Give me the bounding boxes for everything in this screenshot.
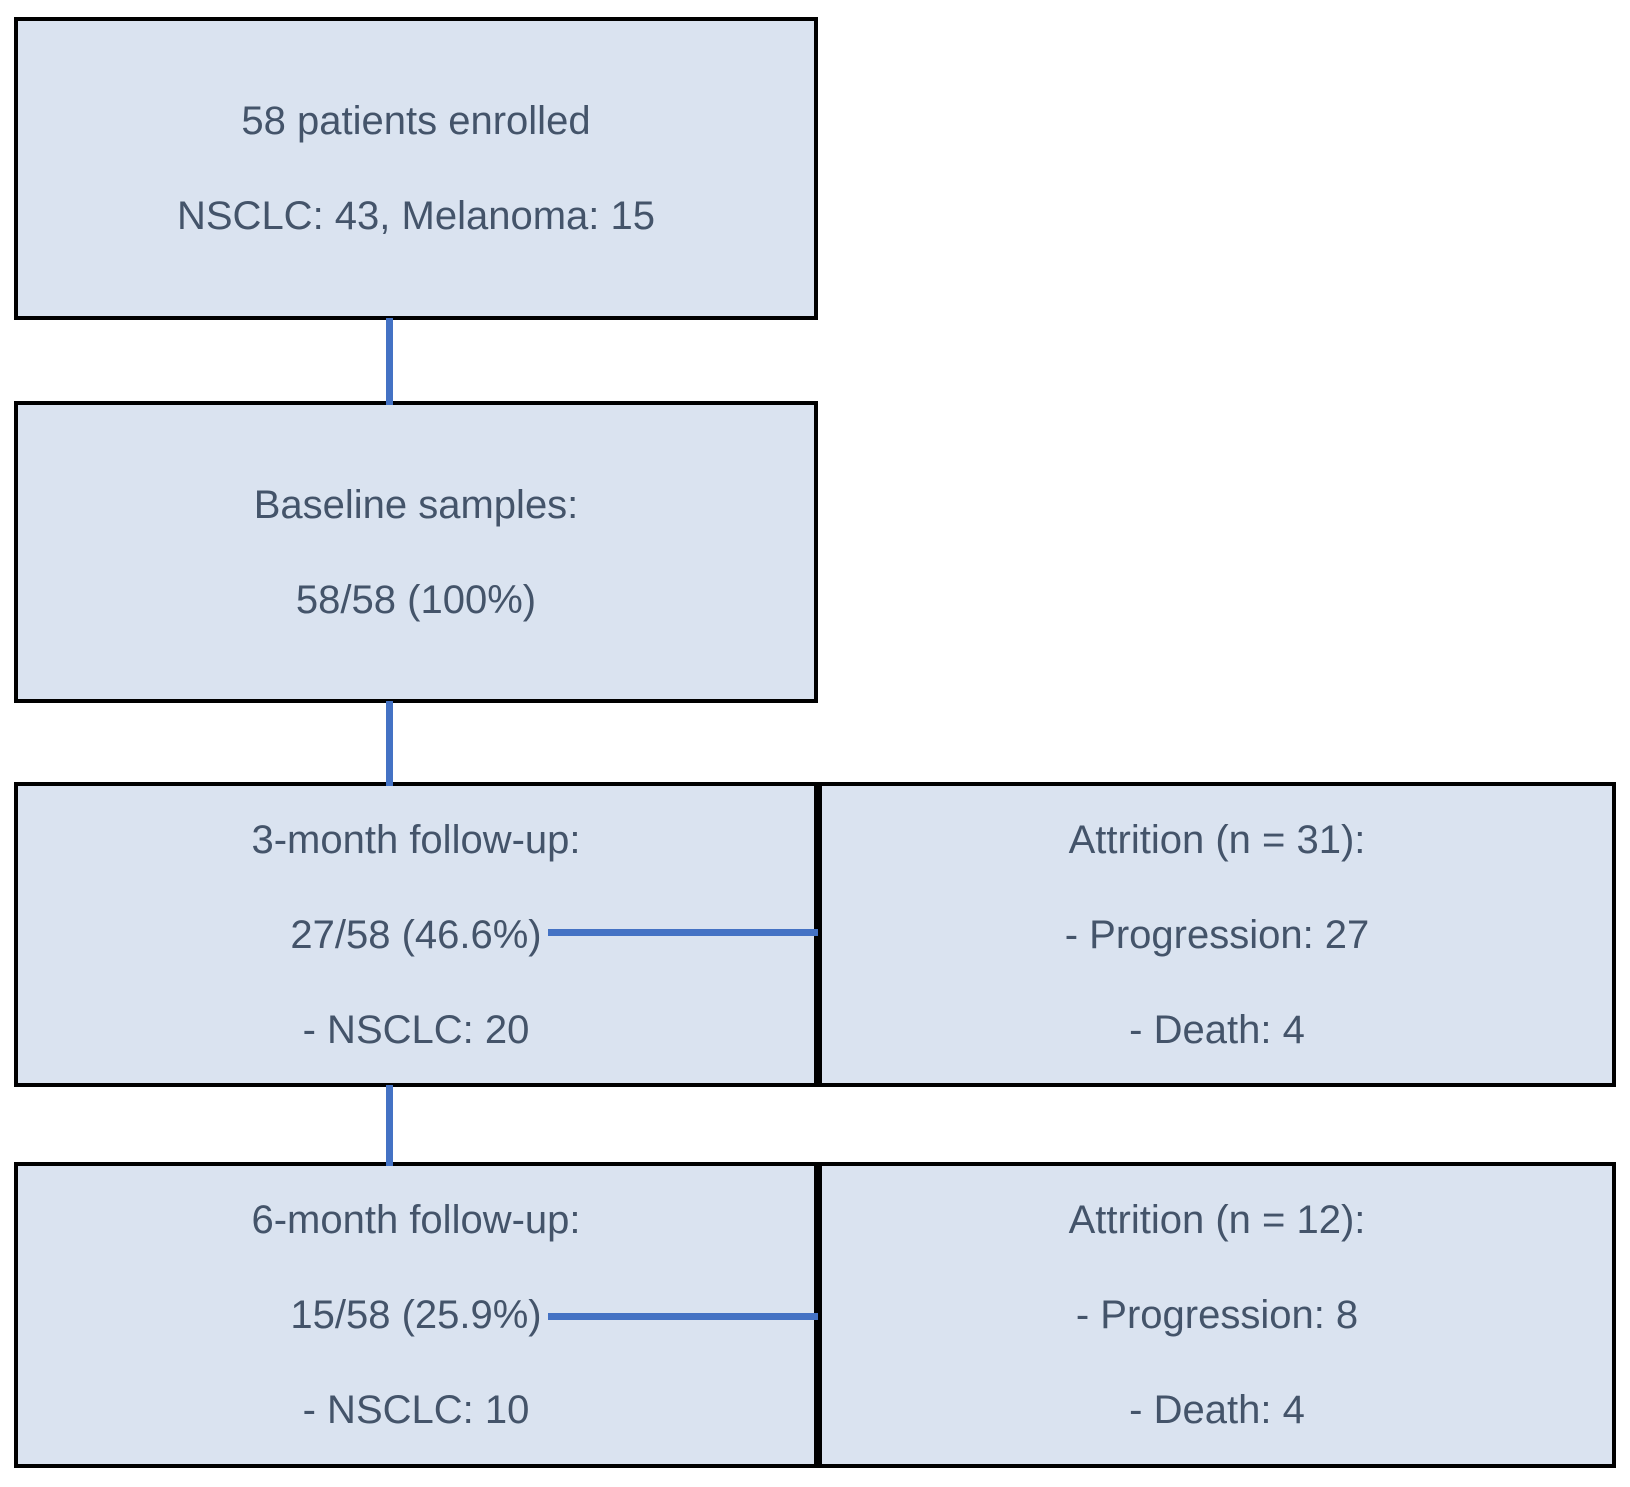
three-month-label-text: 3-month follow-up: [251,817,581,862]
baseline-count-text: 58/58 (100%) [295,577,537,622]
connector-three-month-to-attrition [548,929,818,936]
six-month-count-text: 15/58 (25.9%) [290,1293,542,1337]
three-month-count-text: 27/58 (46.6%) [290,912,542,957]
attrition-3m-box: Attrition (n = 31): - Progression: 27 - … [818,782,1616,1087]
enrolled-breakdown-text: NSCLC: 43, Melanoma: 15 [176,194,655,238]
connector-three-month-to-six-month [386,1085,393,1166]
three-month-nsclc-text: - NSCLC: 20 [302,1007,530,1052]
connector-enrolled-to-baseline [386,318,393,405]
enrolled-box: 58 patients enrolled NSCLC: 43, Melanoma… [14,17,818,320]
baseline-label-text: Baseline samples: [253,482,579,527]
enrolled-count-text: 58 patients enrolled [241,99,591,143]
baseline-samples-box: Baseline samples: 58/58 (100%) [14,401,818,703]
attrition-3m-death-text: - Death: 4 [1129,1007,1305,1052]
attrition-3m-progression-text: - Progression: 27 [1064,912,1370,957]
attrition-6m-death-text: - Death: 4 [1129,1388,1305,1432]
attrition-6m-label-text: Attrition (n = 12): [1068,1198,1366,1242]
attrition-6m-progression-text: - Progression: 8 [1075,1293,1359,1337]
six-month-nsclc-text: - NSCLC: 10 [302,1388,530,1432]
connector-baseline-to-three-month [386,701,393,786]
six-month-label-text: 6-month follow-up: [251,1198,581,1242]
attrition-3m-label-text: Attrition (n = 31): [1068,817,1366,862]
six-month-followup-box: 6-month follow-up: 15/58 (25.9%) - NSCLC… [14,1162,818,1468]
attrition-6m-box: Attrition (n = 12): - Progression: 8 - D… [818,1162,1616,1468]
connector-six-month-to-attrition [548,1313,818,1320]
